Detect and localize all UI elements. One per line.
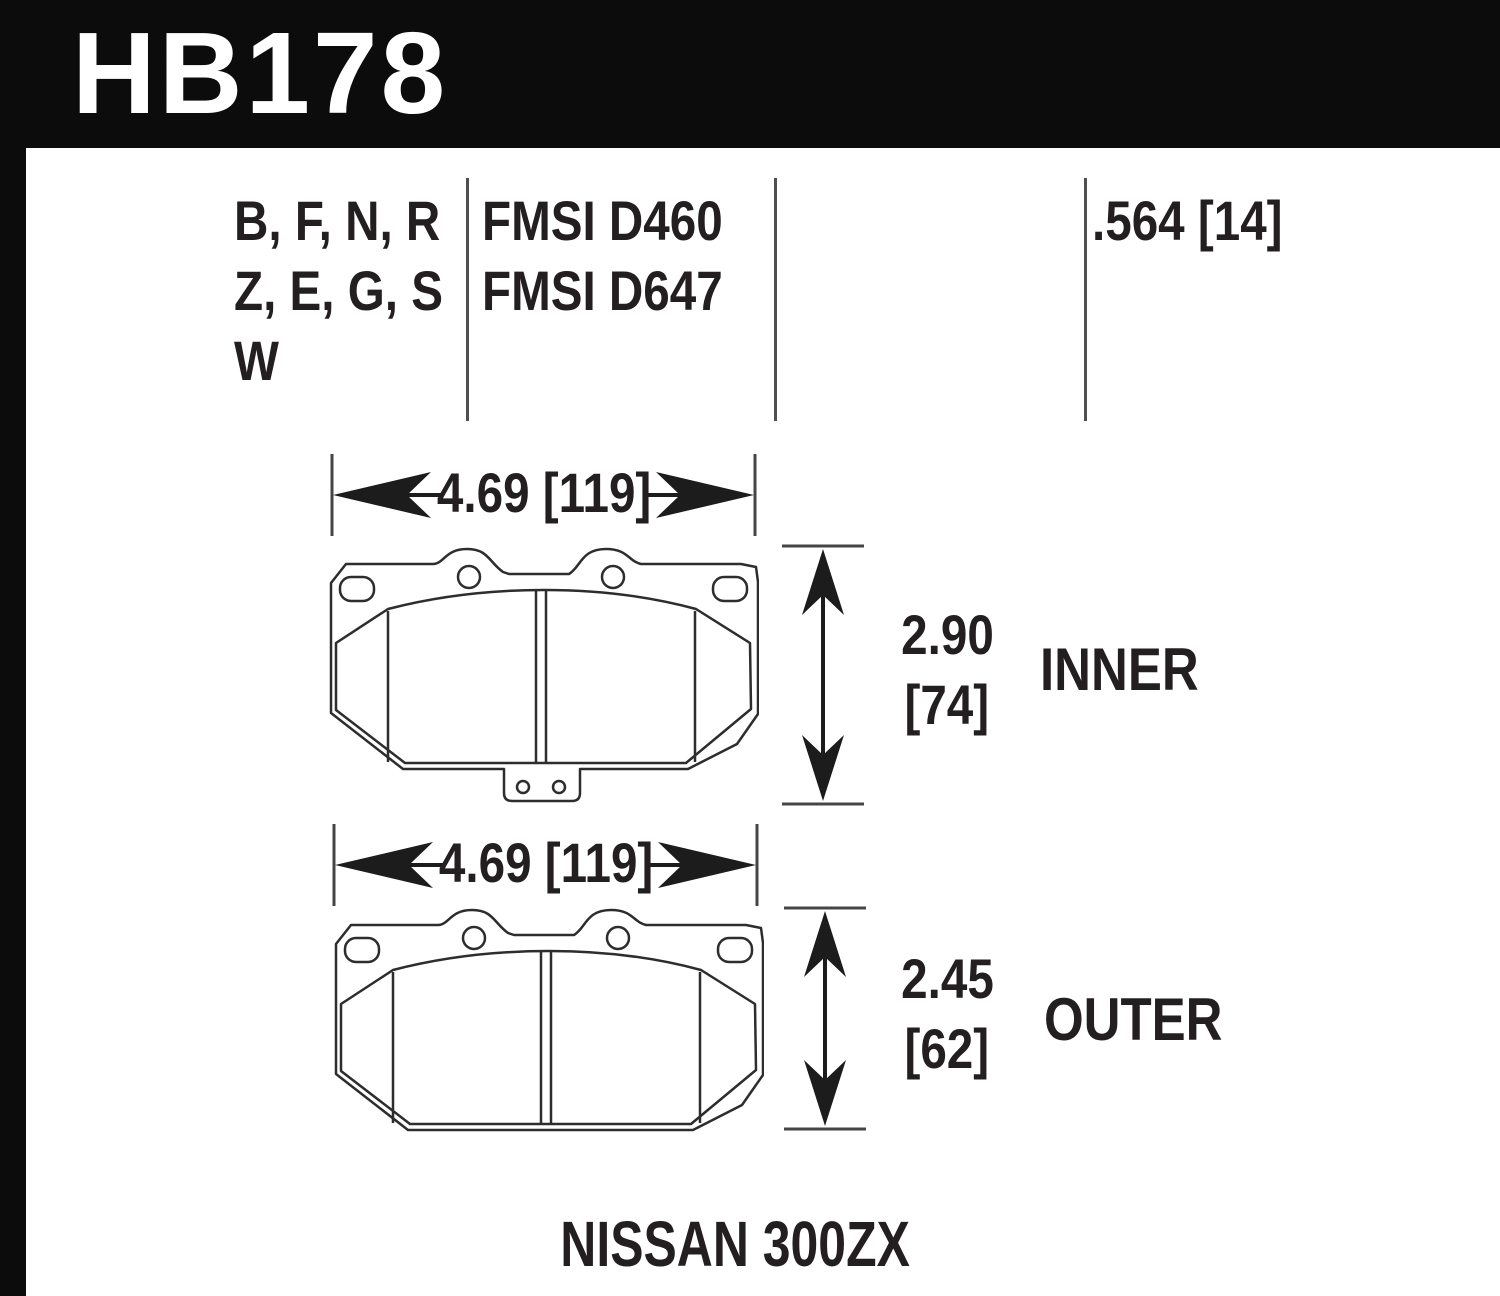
- pad-thickness: .564 [14]: [1092, 189, 1283, 252]
- left-margin-strip: [0, 148, 26, 1296]
- vehicle-application: NISSAN 300ZX: [560, 1208, 910, 1280]
- right-ear-hole: [711, 575, 749, 603]
- friction-material-outline: [339, 949, 758, 1126]
- outer-pad-drawing: [334, 908, 764, 1132]
- wear-tab-hole-1: [515, 779, 531, 795]
- right-tab-hole: [605, 925, 631, 951]
- fmsi-numbers: FMSI D460 FMSI D647: [482, 186, 765, 326]
- inner-width-dimension-arrows: [330, 454, 757, 536]
- outer-width-value: 4.69 [119]: [438, 831, 654, 894]
- right-ear-hole: [716, 936, 754, 964]
- fmsi-row-1: FMSI D460: [482, 189, 723, 252]
- part-number: HB178: [72, 8, 449, 138]
- header-band: [0, 0, 1500, 148]
- fmsi-row-2: FMSI D647: [482, 259, 723, 322]
- compound-row-2: Z, E, G, S: [234, 259, 443, 322]
- outer-height-dimension-arrows: [784, 906, 866, 1131]
- left-tab-hole: [456, 564, 482, 590]
- compound-row-1: B, F, N, R: [234, 189, 441, 252]
- left-ear-hole: [343, 936, 381, 964]
- inner-height-value: 2.90 [74]: [900, 603, 994, 736]
- compound-row-3: W: [234, 329, 279, 392]
- left-tab-hole: [461, 925, 487, 951]
- table-divider-1: [466, 178, 469, 421]
- wear-tab-hole-2: [551, 779, 567, 795]
- outer-width-dimension-arrows: [332, 824, 759, 906]
- inner-height-dimension-arrows: [782, 544, 864, 806]
- table-divider-2: [774, 178, 777, 421]
- backing-plate-outline: [334, 908, 764, 1132]
- left-ear-hole: [338, 575, 376, 603]
- friction-material-outline: [334, 588, 753, 765]
- inner-width-value: 4.69 [119]: [436, 461, 652, 524]
- inner-pad-drawing: [329, 547, 759, 803]
- inner-label: INNER: [1040, 636, 1199, 703]
- table-divider-3: [1084, 178, 1087, 421]
- compound-letters: B, F, N, R Z, E, G, S W: [234, 186, 480, 396]
- outer-label: OUTER: [1044, 986, 1223, 1053]
- backing-plate-outline: [329, 547, 759, 803]
- right-tab-hole: [600, 564, 626, 590]
- outer-height-value: 2.45 [62]: [900, 947, 994, 1080]
